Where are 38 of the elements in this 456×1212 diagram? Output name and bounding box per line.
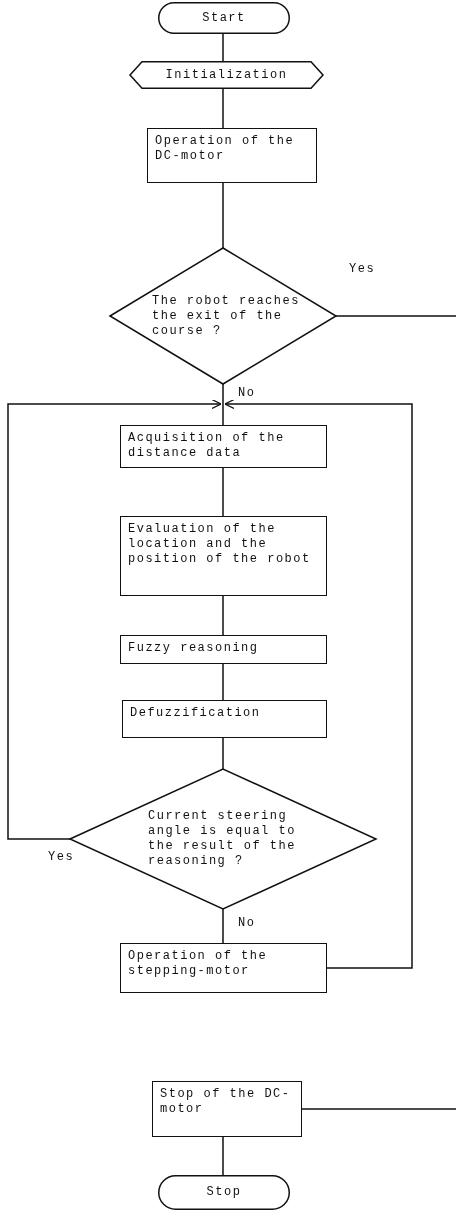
node-label: The robot reaches the exit of the course ? [152,294,301,339]
node-label: Stop of the DC-motor [160,1087,292,1117]
process-box [120,516,327,596]
connector-line [222,908,224,944]
node-label: Evaluation of the location and the position of the robot [128,522,312,567]
preparation-hexagon [130,61,323,89]
node-label: Operation of the stepping-motor [128,949,269,979]
connector-line [222,88,224,129]
node-label: Acquisition of the distance data [128,431,286,461]
connector-line [222,467,224,517]
node-label: Initialization [164,67,289,83]
node-label: Fuzzy reasoning [128,641,260,656]
decision-diamond [70,769,376,909]
connector-line [222,1136,224,1176]
terminal-shape [158,1175,290,1210]
process-box [147,128,317,183]
arrow [7,398,222,840]
process-box [120,635,327,664]
connector-line [222,663,224,701]
node-label: Operation of the DC-motor [155,134,296,164]
connector-line [222,383,224,426]
node-label: Start [201,10,247,26]
node-label: Current steering angle is equal to the result of the reasoning ? [148,809,297,869]
connector-line [222,737,224,770]
arrow [224,398,413,969]
connector-line [222,595,224,636]
connector-line [301,1108,456,1110]
connector-line [222,33,224,62]
process-box [122,700,327,738]
connector-line [222,182,224,249]
connector-line [335,315,456,317]
process-box [152,1081,302,1137]
terminal-shape [158,2,290,34]
process-box [120,425,327,468]
process-box [120,943,327,993]
decision-diamond [110,248,336,384]
node-label: Stop [205,1185,243,1200]
node-label: Defuzzification [130,706,262,721]
